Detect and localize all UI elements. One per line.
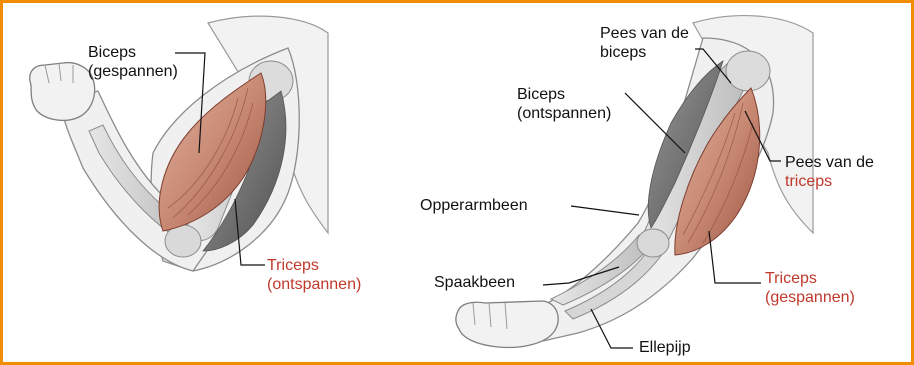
right-elbow-joint <box>637 229 669 257</box>
left-fist <box>30 63 95 121</box>
label-radius: Spaakbeen <box>434 273 515 292</box>
label-triceps-tendon: Pees van de triceps <box>785 153 874 191</box>
label-triceps-tendon-red: triceps <box>785 172 874 191</box>
label-biceps-relaxed: Biceps (ontspannen) <box>517 85 611 123</box>
left-arm-flexed <box>30 16 328 271</box>
label-triceps-tense: Triceps (gespannen) <box>765 269 855 307</box>
right-shoulder-joint <box>726 51 770 91</box>
label-biceps-tense: Biceps (gespannen) <box>88 43 178 81</box>
label-triceps-relaxed: Triceps (ontspannen) <box>267 256 361 294</box>
right-arm-extended <box>456 16 813 348</box>
leader-humerus <box>571 206 639 215</box>
label-humerus: Opperarmbeen <box>420 196 528 215</box>
label-ulna: Ellepijp <box>639 338 691 357</box>
leader-triceps-tense <box>709 231 761 283</box>
label-biceps-tendon: Pees van de biceps <box>600 24 689 62</box>
